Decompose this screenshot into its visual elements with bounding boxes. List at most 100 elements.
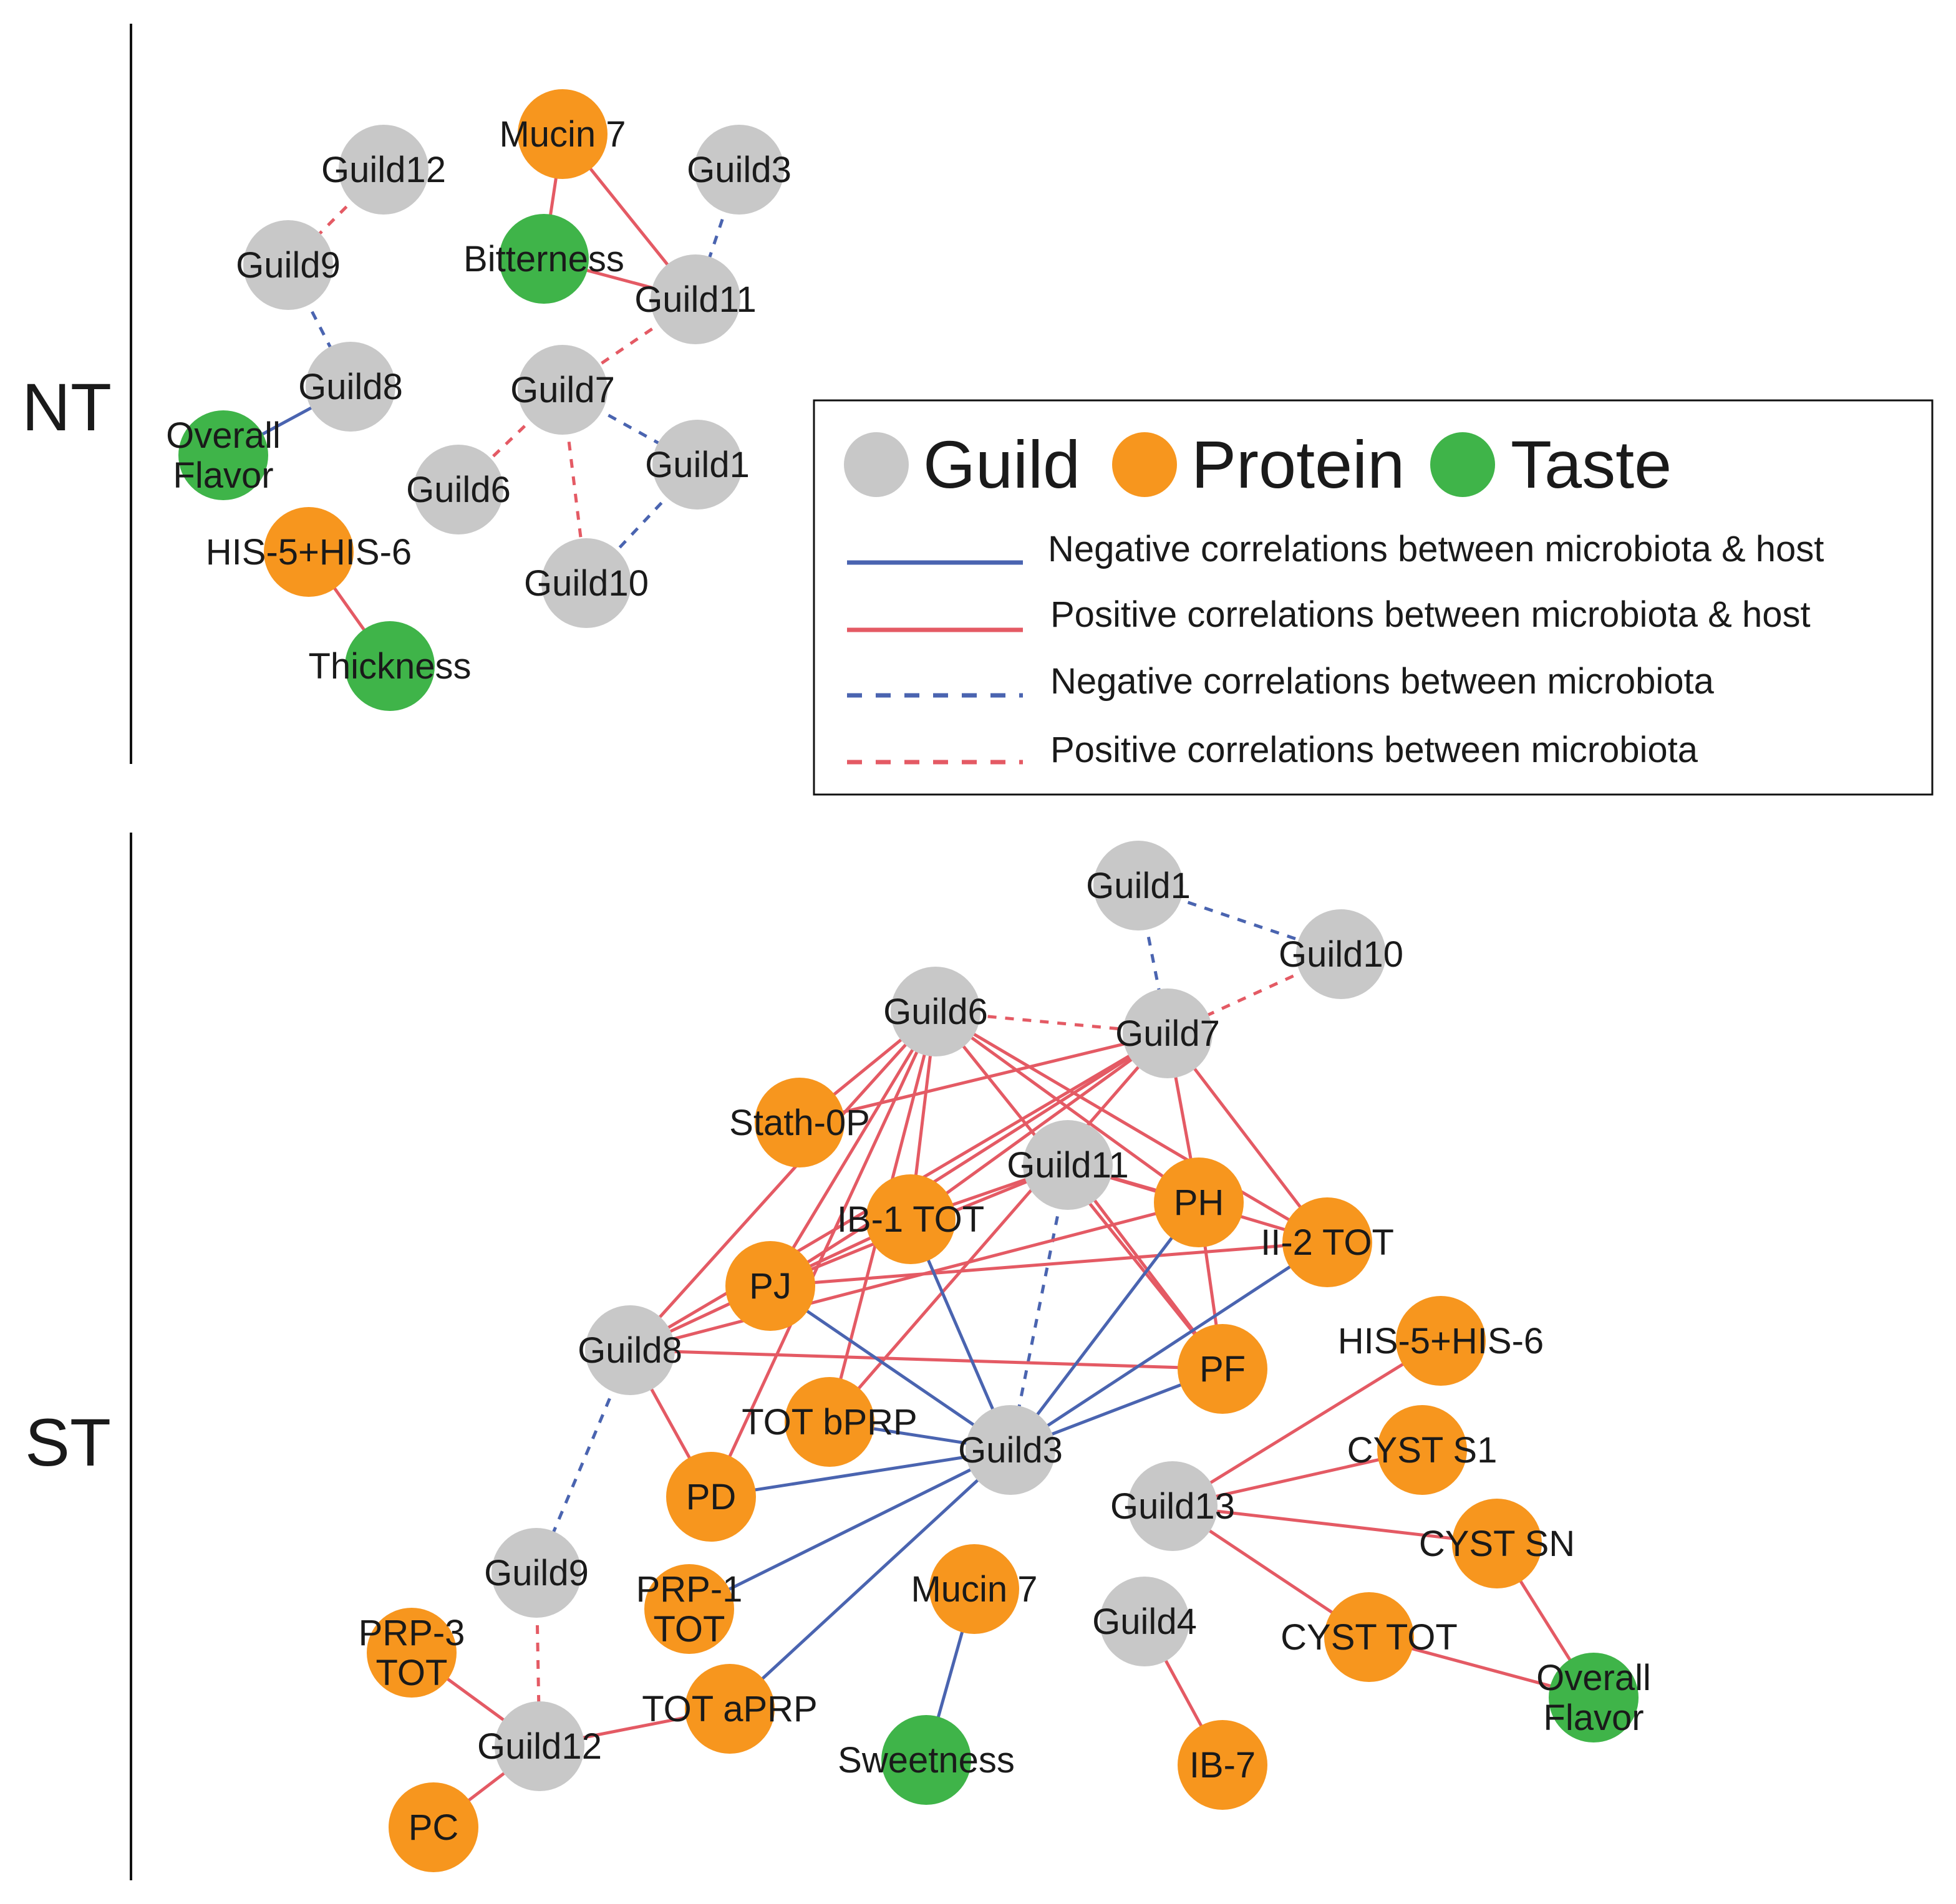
legend-protein-swatch (1112, 432, 1177, 497)
st-node-g12-circle (495, 1701, 584, 1791)
nt-node-g9-label: Guild9 (236, 245, 341, 286)
st-edge-g8-ph (629, 1201, 1199, 1352)
st-node-cystsn: CYST SN (1419, 1499, 1575, 1588)
legend-pos-micro-label: Positive correlations between microbiota (1050, 730, 1698, 770)
st-node-g4-label: Guild4 (1092, 1602, 1197, 1642)
st-node-pc-label: PC (409, 1807, 459, 1848)
st-node-g7: Guild7 (1115, 988, 1220, 1078)
nt-node-his-label: HIS-5+HIS-6 (206, 532, 412, 573)
st-node-cystsn-circle (1452, 1499, 1542, 1588)
st-node-g8-label: Guild8 (578, 1330, 682, 1371)
st-node-pj: PJ (725, 1241, 815, 1331)
st-panel-label: ST (25, 1404, 111, 1480)
st-edge-g3-pd (710, 1448, 1011, 1499)
nt-node-g6-circle (414, 445, 503, 534)
nt-node-g8-label: Guild8 (298, 367, 403, 407)
legend-pos-host-label: Positive correlations between microbiota… (1050, 594, 1811, 635)
st-node-sweet: Sweetness (838, 1715, 1015, 1805)
st-node-g8-circle (585, 1305, 675, 1395)
nt-node-g1-circle (652, 420, 742, 510)
nt-node-mucin7: Mucin 7 (499, 89, 626, 179)
nt-node-g3-label: Guild3 (687, 150, 792, 190)
nt-node-g9: Guild9 (236, 220, 341, 310)
st-edges (410, 884, 1595, 1829)
nt-node-g10-circle (541, 538, 631, 628)
st-node-g7-label: Guild7 (1115, 1013, 1220, 1054)
st-node-pj-circle (725, 1241, 815, 1331)
st-node-g3-circle (966, 1405, 1055, 1495)
nt-node-g11-label: Guild11 (634, 279, 757, 320)
nt-node-g11-circle (651, 254, 740, 344)
st-node-g7-circle (1123, 988, 1213, 1078)
legend: Guild Protein Taste Negative correlation… (813, 399, 1934, 796)
st-node-his-label: HIS-5+HIS-6 (1338, 1321, 1544, 1361)
st-node-cysttot-circle (1324, 1592, 1414, 1682)
st-node-g10-circle (1296, 909, 1386, 999)
st-edge-g3-pj (769, 1284, 1012, 1452)
nt-node-bitter-circle (499, 214, 589, 304)
nt-node-g1-label: Guild1 (645, 445, 750, 485)
st-node-g4: Guild4 (1092, 1577, 1197, 1666)
st-node-sweet-label: Sweetness (838, 1740, 1015, 1781)
st-edge-g3-prp1 (688, 1448, 1012, 1611)
st-node-pc: PC (389, 1782, 478, 1872)
nt-node-g9-circle (243, 220, 333, 310)
nt-node-g10: Guild10 (524, 538, 649, 628)
st-node-ib7: IB-7 (1178, 1720, 1267, 1810)
st-node-ii2: II-2 TOT (1261, 1197, 1394, 1287)
nt-node-g11: Guild11 (634, 254, 757, 344)
st-node-g4-circle (1100, 1577, 1189, 1666)
st-edge-g3-tota (729, 1449, 1012, 1710)
st-node-ii2-label: II-2 TOT (1261, 1222, 1394, 1263)
nt-node-bitter-label: Bitterness (463, 239, 624, 279)
st-node-g9: Guild9 (484, 1528, 589, 1618)
st-edge-g3-ph (1009, 1201, 1200, 1451)
legend-box (813, 399, 1934, 796)
st-edge-g13-cystsn (1172, 1504, 1498, 1545)
st-node-stath-circle (755, 1078, 845, 1167)
st-node-totb: TOT bPRP (742, 1377, 917, 1467)
st-node-ph: PH (1154, 1157, 1244, 1247)
legend-guild-swatch (844, 432, 909, 497)
st-node-totb-label: TOT bPRP (742, 1402, 917, 1442)
st-edge-g7-pj (769, 1032, 1169, 1288)
nt-node-overall-label: Flavor (173, 455, 273, 496)
st-node-g12: Guild12 (477, 1701, 602, 1791)
st-node-g6-label: Guild6 (883, 992, 988, 1032)
st-node-tota-label: TOT aPRP (642, 1689, 818, 1729)
st-node-g6-circle (891, 967, 980, 1056)
nt-node-mucin7-circle (518, 89, 608, 179)
st-node-cysttot: CYST TOT (1281, 1592, 1458, 1682)
st-node-ph-label: PH (1174, 1182, 1224, 1223)
st-node-cysts1: CYST S1 (1347, 1405, 1497, 1495)
st-node-g10-label: Guild10 (1279, 934, 1403, 975)
st-node-prp1-label: TOT (654, 1609, 725, 1650)
st-node-mucin7-circle (929, 1544, 1019, 1634)
st-node-cysts1-circle (1377, 1405, 1467, 1495)
legend-taste-label: Taste (1511, 427, 1672, 502)
nt-node-thick: Thickness (308, 621, 472, 711)
st-node-totb-circle (785, 1377, 874, 1467)
st-node-pf-circle (1178, 1324, 1267, 1414)
st-node-tota-circle (685, 1664, 775, 1754)
st-node-ib1: IB-1 TOT (837, 1174, 984, 1264)
nt-node-bitter: Bitterness (463, 214, 624, 304)
st-node-g10: Guild10 (1279, 909, 1403, 999)
st-node-cystsn-label: CYST SN (1419, 1524, 1575, 1564)
st-node-prp3-circle (367, 1608, 457, 1698)
st-edge-g11-g3 (1009, 1164, 1070, 1451)
st-node-prp1-label: PRP-1 (636, 1569, 743, 1610)
st-node-g8: Guild8 (578, 1305, 682, 1395)
st-node-g1-circle (1093, 841, 1183, 930)
st-edge-g3-ii2 (1009, 1240, 1329, 1452)
st-node-ib7-label: IB-7 (1189, 1745, 1256, 1786)
st-node-g9-circle (491, 1528, 581, 1618)
nt-node-g7-circle (518, 345, 608, 435)
st-node-mucin7: Mucin 7 (911, 1544, 1038, 1634)
legend-taste-swatch (1430, 432, 1495, 497)
st-node-g9-label: Guild9 (484, 1553, 589, 1593)
st-edge-g7-stath (799, 1032, 1168, 1124)
